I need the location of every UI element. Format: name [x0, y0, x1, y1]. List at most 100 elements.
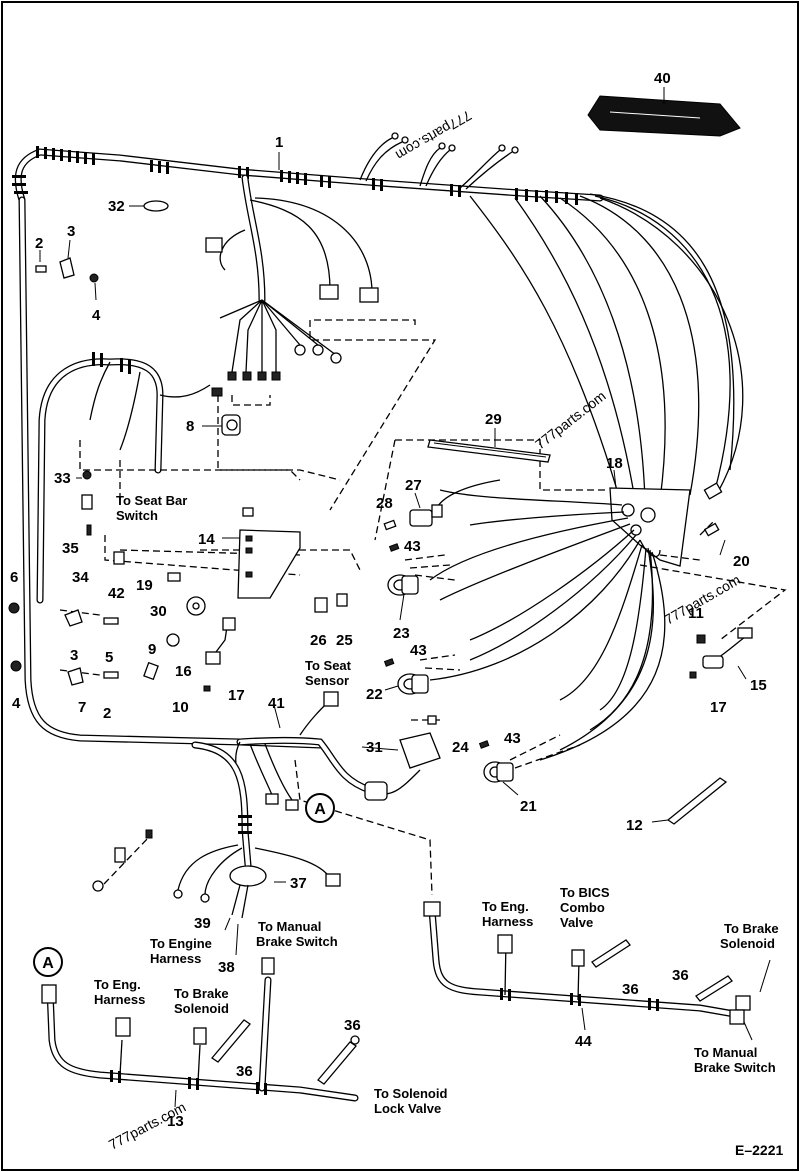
part-label-30: 30	[150, 603, 167, 620]
label-seat-bar-1: To Seat Bar	[116, 493, 187, 508]
label-manual-brake-right-1: To Manual	[694, 1045, 757, 1060]
label-bics-2: Combo	[560, 900, 605, 915]
bracket-wires	[429, 489, 666, 761]
part-label-36b: 36	[344, 1017, 361, 1034]
harness-13	[41, 957, 360, 1102]
part-label-37: 37	[290, 875, 307, 892]
label-seat-bar-2: Switch	[116, 508, 158, 523]
label-manual-brake-right-2: Brake Switch	[694, 1060, 776, 1075]
label-bics-3: Valve	[560, 915, 593, 930]
part-label-7: 7	[78, 699, 86, 716]
top-leads	[359, 132, 519, 190]
switch-21	[483, 761, 514, 783]
part-label-9: 9	[148, 641, 156, 658]
part-label-26: 26	[310, 632, 327, 649]
part-32-ring	[143, 200, 169, 212]
part-label-29: 29	[485, 411, 502, 428]
part-label-39: 39	[194, 915, 211, 932]
part-label-6: 6	[10, 569, 18, 586]
part-11	[696, 634, 706, 644]
part-label-31: 31	[366, 739, 383, 756]
part-label-43a: 43	[404, 538, 421, 555]
label-manual-brake-1: To Manual	[258, 919, 321, 934]
branch-harness-upper	[205, 174, 379, 381]
label-seat-sensor-2: Sensor	[305, 673, 349, 688]
figure-code: E–2221	[735, 1142, 783, 1158]
left-middle-parts	[81, 470, 348, 692]
part-12-tie	[666, 777, 728, 825]
hardware-right	[383, 519, 720, 749]
callout-a-upper-label: A	[314, 801, 326, 818]
part-label-17: 17	[228, 687, 245, 704]
part-label-18: 18	[606, 455, 623, 472]
sensor-15	[702, 627, 753, 669]
part-label-3: 3	[67, 223, 75, 240]
part-number-labels: 1 2 3 4 6 3 5 4 7 2 8 9 10 11 12 13 14 1…	[10, 70, 767, 1130]
part-label-12: 12	[626, 817, 643, 834]
main-harness	[12, 146, 604, 749]
harness-41	[235, 691, 441, 811]
part-label-14: 14	[198, 531, 215, 548]
leader-lines	[39, 87, 771, 1108]
part-label-15: 15	[750, 677, 767, 694]
part-label-35: 35	[62, 540, 79, 557]
part-label-1: 1	[275, 134, 283, 151]
part-label-43c: 43	[504, 730, 521, 747]
part-40-decal	[587, 95, 741, 137]
harness-to-bracket	[469, 193, 744, 501]
part-label-4: 4	[92, 307, 101, 324]
part-label-2: 2	[35, 235, 43, 252]
destination-labels: To Seat Bar Switch To Seat Sensor To Eng…	[94, 493, 779, 1116]
part-label-43b: 43	[410, 642, 427, 659]
part-label-17b: 17	[710, 699, 727, 716]
panel-14	[237, 507, 301, 599]
label-seat-sensor-1: To Seat	[305, 658, 352, 673]
switch-23	[387, 574, 419, 596]
switch-22	[397, 673, 429, 695]
label-brake-solenoid-left-1: To Brake	[174, 986, 229, 1001]
part-label-28: 28	[376, 495, 393, 512]
part-label-4b: 4	[12, 695, 21, 712]
label-engine-harness-1: To Engine	[150, 936, 212, 951]
part-label-22: 22	[366, 686, 383, 703]
part-label-33: 33	[54, 470, 71, 487]
part-label-42: 42	[108, 585, 125, 602]
part-label-10: 10	[172, 699, 189, 716]
label-solenoid-lock-1: To Solenoid	[374, 1086, 447, 1101]
connector-27	[409, 479, 501, 527]
label-engine-harness-2: Harness	[150, 951, 201, 966]
part-label-8: 8	[186, 418, 194, 435]
label-brake-solenoid-left-2: Solenoid	[174, 1001, 229, 1016]
part-label-25: 25	[336, 632, 353, 649]
label-eng-harness-left-2: Harness	[94, 992, 145, 1007]
part-label-36c: 36	[622, 981, 639, 998]
part-label-36d: 36	[672, 967, 689, 984]
connector-8	[211, 387, 241, 436]
part-label-32: 32	[108, 198, 125, 215]
label-manual-brake-2: Brake Switch	[256, 934, 338, 949]
harness-44	[423, 901, 751, 1025]
left-hardware	[8, 257, 153, 892]
part-label-13: 13	[167, 1113, 184, 1130]
assembly-dash-lines	[374, 439, 787, 769]
part-label-21: 21	[520, 798, 537, 815]
callout-a-upper: A	[305, 793, 335, 823]
part-label-11: 11	[688, 605, 704, 622]
label-brake-solenoid-right-1: To Brake	[724, 921, 779, 936]
part-label-27: 27	[405, 477, 422, 494]
label-eng-harness-right-1: To Eng.	[482, 899, 529, 914]
label-solenoid-lock-2: Lock Valve	[374, 1101, 441, 1116]
part-label-19: 19	[136, 577, 153, 594]
part-label-5: 5	[105, 649, 113, 666]
part-label-41: 41	[268, 695, 285, 712]
part-label-16: 16	[175, 663, 192, 680]
label-eng-harness-left-1: To Eng.	[94, 977, 141, 992]
part-label-38: 38	[218, 959, 235, 976]
part-label-40: 40	[654, 70, 671, 87]
callout-a-lower-label: A	[42, 955, 54, 972]
part-label-2b: 2	[103, 705, 111, 722]
part-label-3b: 3	[70, 647, 78, 664]
label-eng-harness-right-2: Harness	[482, 914, 533, 929]
harness-to-37	[173, 741, 341, 919]
callout-a-lower: A	[33, 947, 63, 977]
